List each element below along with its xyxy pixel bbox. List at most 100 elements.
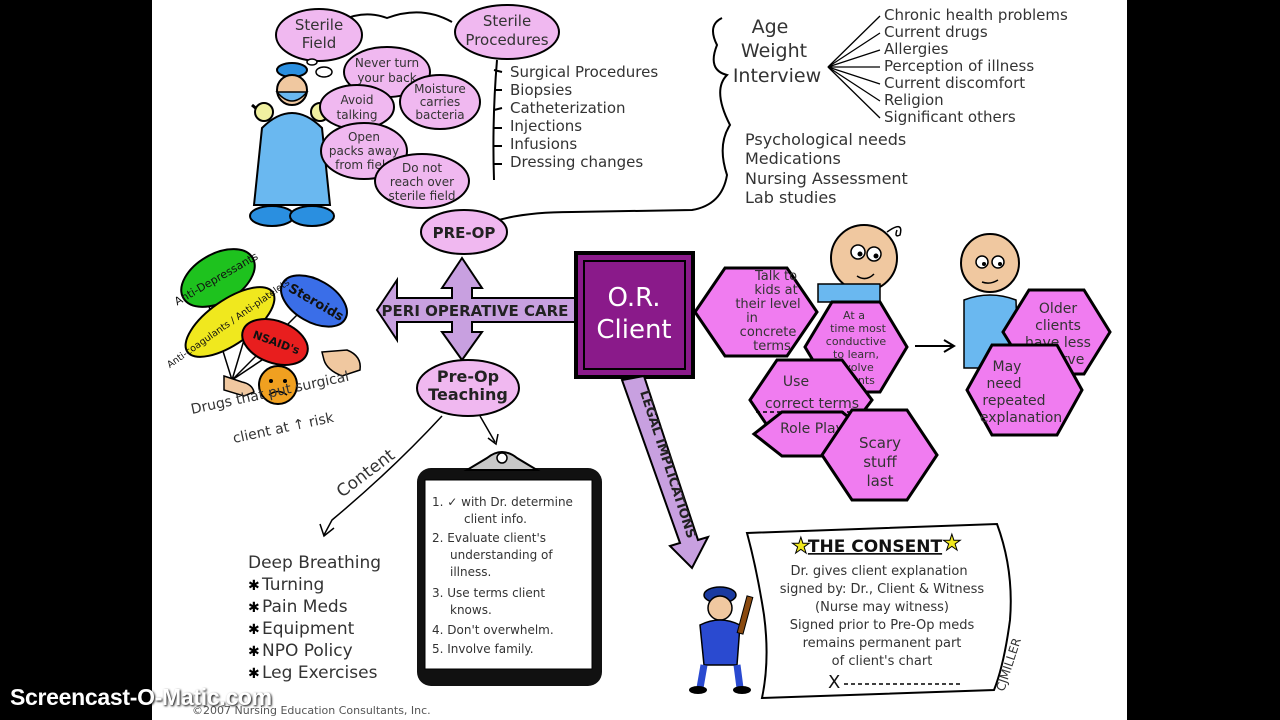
kids-hex-time-text: At a [843,309,865,322]
kids-hex-scary-text: Scary [859,434,901,452]
pre-op-label: PRE-OP [433,224,496,242]
bullet-star-icon: ✱✱✱✱✱ [248,578,260,682]
older-section: Older clients have less reserve May need… [960,233,1112,437]
older-hex-reserve-text: Older [1039,301,1077,317]
kids-hex-scary [820,408,939,502]
rule-avoid-talking-line-2: talking [337,108,378,122]
kids-hex-correct-terms-text: Use [783,374,809,390]
consent-paper [745,522,1012,700]
sterile-field-bubble [275,8,363,62]
procedure-item: Dressing changes [510,153,643,171]
police-officer-illustration [689,586,754,694]
consent-title: THE CONSENT [808,537,943,557]
assessment-connector-line [491,17,732,223]
clipboard-item: 3. Use terms client [432,586,545,600]
peri-operative-label: PERI OPERATIVE CARE [382,302,569,320]
rule-do-not-reach-bubble [374,153,470,209]
content-list: Deep Breathing Turning Pain Meds Equipme… [248,553,381,683]
sterile-nurse-illustration [249,58,335,227]
clipboard-item: client info. [464,512,527,526]
or-client-box [574,251,695,379]
clipboard: 1. ✓ with Dr. determine client info. 2. … [417,451,602,686]
consent-line: of client's chart [832,654,933,669]
pre-op-teaching-line-1: Pre-Op [437,367,499,386]
drugs-caption-line-2: client at ↑ risk [232,410,337,447]
content-list-item: Deep Breathing [248,553,381,573]
kids-section: Talk to kids at their level in concrete … [693,224,956,502]
pill-nsaids [241,318,309,366]
assessment-age: Age [752,16,789,38]
mind-map-diagram: Sterile Field Sterile Procedures Never t… [165,4,1112,717]
interview-item: Significant others [884,108,1016,126]
assessment-item: Medications [745,149,841,168]
drugs-section: Anti-Depressants Steroids Anti-coagulant… [165,248,361,447]
clipboard-item: 5. Involve family. [432,642,534,656]
svg-text:✱: ✱ [248,578,260,594]
pill-steroids [280,274,348,328]
pointing-hand-illustration [321,349,361,377]
kids-hex-talk-text: their level [735,297,800,312]
content-connector-line [323,415,443,536]
consent-line: (Nurse may witness) [815,600,949,615]
kids-hex-talk-text: Talk to [754,269,797,284]
sterile-field-line-1: Sterile [295,16,343,34]
pre-op-teaching-line-2: Teaching [428,385,508,404]
peri-operative-arrows [375,256,585,362]
kids-hex-time-text: conductive [826,335,887,348]
interview-fan-lines [827,15,881,119]
assessment-item: Psychological needs [745,130,906,149]
clipboard-item: understanding of [450,548,553,562]
clipboard-item: knows. [450,603,492,617]
kids-hex-scary-text: stuff [863,453,897,471]
rule-open-packs-line-1: Open [348,130,380,144]
pre-op-bubble [420,209,508,255]
rule-never-turn-line-2: your back [357,71,416,85]
interview-item: Current drugs [884,23,988,41]
older-hex-repeated-text: repeated [982,393,1045,409]
content-list-item: Pain Meds [262,597,348,617]
older-hex-repeated-text: May [993,359,1022,375]
rule-never-turn-line-1: Never turn [355,56,419,70]
kids-hex-talk-text: in [746,311,758,326]
rule-do-not-reach-line-1: Do not [402,161,442,175]
star-icon: ★ [791,534,811,559]
assessment-item: Nursing Assessment [745,169,908,188]
consent-line: signed by: Dr., Client & Witness [780,582,985,597]
rule-moisture-bubble [399,74,481,130]
consent-line: Dr. gives client explanation [790,564,967,579]
consent-line: Signed prior to Pre-Op meds [790,618,975,633]
consent-line: remains permanent part [803,636,962,651]
assessment-interview: Interview [733,65,821,87]
clipboard-item: 1. ✓ with Dr. determine [432,495,573,509]
svg-text:✱: ✱ [248,666,260,682]
sterile-procedures-bubble [454,4,560,60]
pre-op-teaching-bubble [416,359,520,417]
kids-hex-talk-text: terms [753,339,791,354]
sterile-section: Sterile Field Sterile Procedures Never t… [249,4,658,227]
content-list-item: Turning [261,575,324,595]
holding-hand-illustration [223,374,255,397]
kids-hex-correct-terms-text: correct terms [765,396,859,412]
svg-text:✱: ✱ [248,622,260,638]
kids-hex-talk-text: concrete [740,325,797,340]
child-illustration [817,224,902,303]
clipboard-item: 4. Don't overwhelm. [432,623,554,637]
or-client-line-2: Client [596,315,671,345]
worried-face-illustration [258,365,298,405]
older-hex-repeated-text: need [987,376,1022,392]
rule-open-packs-line-2: packs away [329,144,399,158]
clipboard-item: 2. Evaluate client's [432,531,546,545]
interview-item: Religion [884,91,944,109]
content-list-item: NPO Policy [262,641,353,661]
kids-hex-talk-text: kids at [754,283,797,298]
procedure-item: Infusions [510,135,577,153]
assessment-weight: Weight [741,40,807,62]
sterile-procedures-line-2: Procedures [465,31,548,49]
legal-implications-arrow [620,374,710,570]
rule-do-not-reach-line-3: sterile field [388,189,455,203]
assessment-item: Lab studies [745,188,837,207]
procedure-item: Injections [510,117,582,135]
rule-open-packs-line-3: from field [335,158,393,172]
clipboard-item: illness. [450,565,491,579]
procedure-item: Biopsies [510,81,572,99]
